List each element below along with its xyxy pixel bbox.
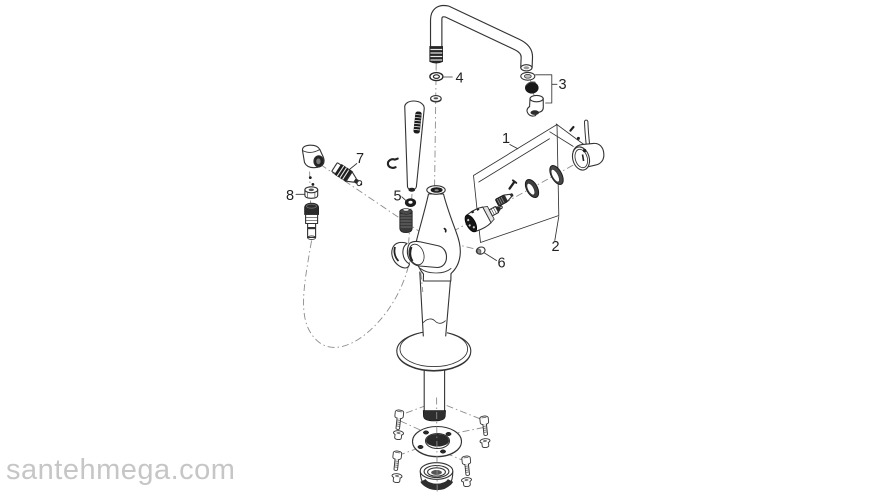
retaining-clip [386,157,399,169]
callout-3-bracket [535,74,558,104]
spray-face [413,111,422,134]
nut-part8 [304,186,319,199]
hose-elbow-union [301,144,325,169]
callout-7: 7 [356,151,364,167]
aerator-washer [520,71,536,81]
column-joint-line [422,318,446,324]
cartridge-trim-assembly [464,119,605,243]
trim-ring [549,164,564,186]
threaded-ring [524,178,540,199]
hose-connector [304,202,319,240]
callout-6: 6 [497,256,505,272]
callout-3: 3 [558,77,566,93]
adapter-screw [508,179,518,190]
o-ring-part4 [429,71,444,82]
aerator-housing [526,94,544,117]
callout-5: 5 [393,189,401,205]
elbow-pins [308,176,315,186]
hand-shower-outlet [408,187,416,192]
handle-screw [569,125,580,140]
flange-bolt-holes [417,430,452,454]
spout-washer [430,95,442,103]
aerator-assembly [520,71,558,117]
callout-8: 8 [286,188,294,204]
late-centerlines [420,272,438,495]
callout-4: 4 [455,71,463,87]
spout-thread-end [429,46,443,64]
threaded-collar [419,462,454,491]
set-screw-mark-upper [443,227,447,233]
pipe-stop-ring [422,410,446,422]
aerator-insert [525,81,539,94]
hand-shower-holder [391,240,448,269]
cartridge-adapter [495,193,514,207]
plug-part6 [475,246,486,255]
floor-mounting-kit [390,366,492,491]
callout-1: 1 [502,131,510,147]
callout-2: 2 [551,239,559,255]
riser-column [414,185,461,352]
hose-nipple [399,208,413,234]
watermark: santehmega.com [6,454,236,486]
callout-leaders [295,76,560,261]
check-valve-part7 [331,162,363,187]
cartridge-part2 [464,205,503,233]
lever-handle-part1 [571,119,605,171]
lower-pipe [423,366,446,412]
hand-shower [404,100,425,192]
o-ring-part5 [404,198,417,208]
spout-tube [429,4,534,72]
